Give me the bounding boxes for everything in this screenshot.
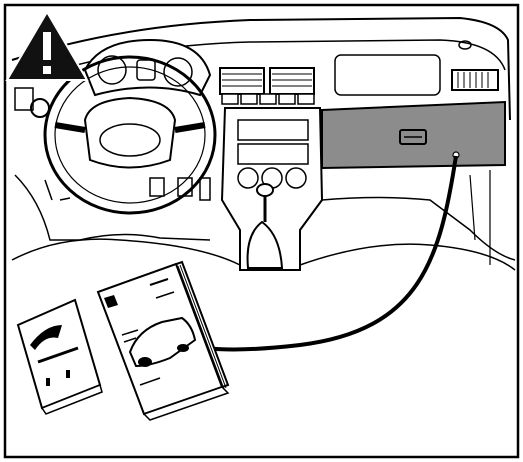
pedal-1 [150,178,164,196]
warning-triangle-icon [7,12,87,80]
climate-knob-3 [286,168,306,188]
pointer-cable [205,156,456,349]
owner-manual-icon [98,262,228,420]
gear-boot [248,222,282,268]
climate-knob-1 [238,168,258,188]
leaflet-icon [18,300,102,414]
steering-wheel-hub [85,98,175,168]
pedal-3 [200,178,210,200]
center-vent-right [270,68,314,94]
steering-spoke-right [175,125,205,130]
radio-slot-1 [238,120,308,140]
steering-spoke-left [55,125,85,130]
right-vent [452,70,498,90]
dash-top-panel [335,55,440,95]
driver-seat-edge [12,239,240,265]
center-button-row [222,94,314,104]
passenger-seat-edge [300,244,515,270]
center-vent-left [220,68,264,94]
gear-knob [257,184,273,196]
radio-slot-2 [238,144,308,164]
